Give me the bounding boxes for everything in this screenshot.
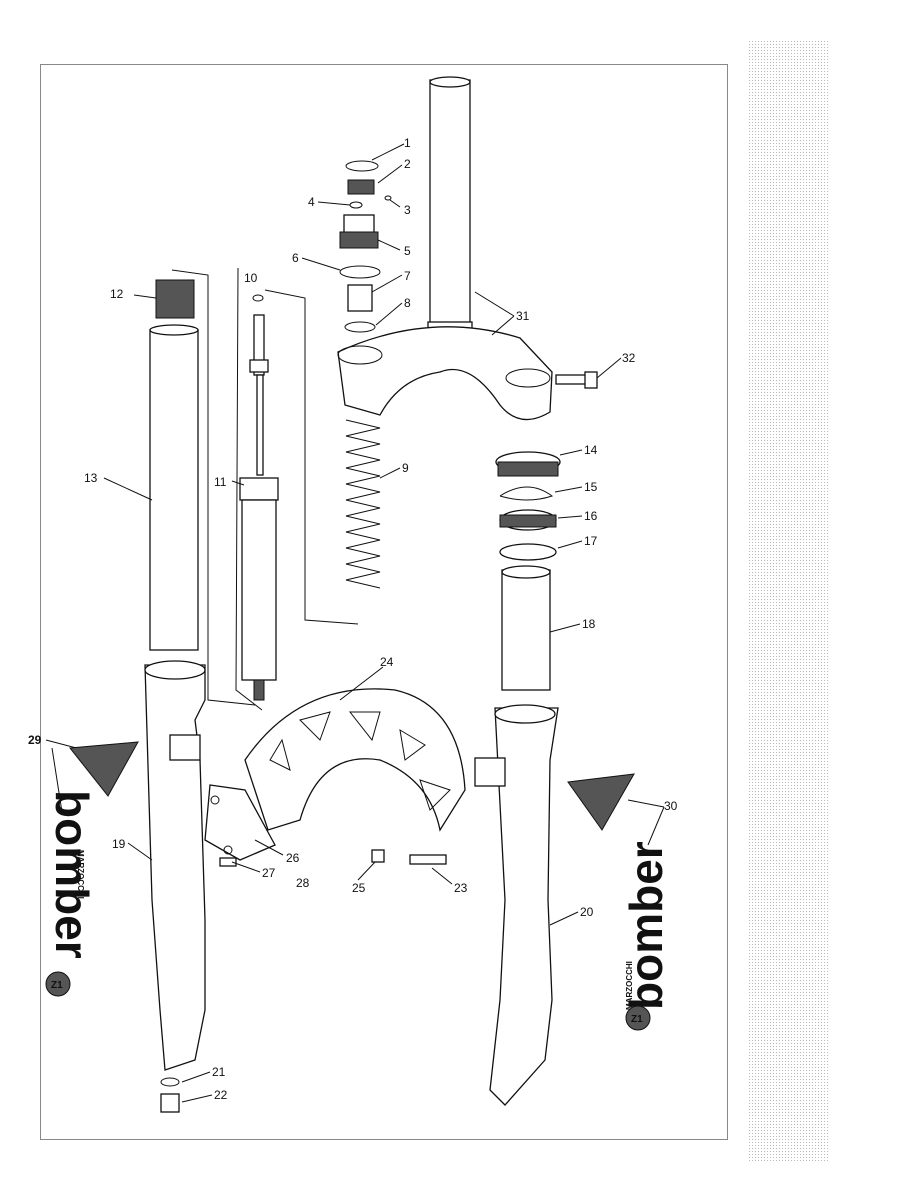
callout-30: 30 [664, 799, 678, 813]
leader-lines [45, 143, 665, 1103]
callout-18: 18 [582, 617, 596, 631]
part-callouts: 1234567891011121314151617181920212223242… [28, 136, 678, 1102]
callout-15: 15 [584, 480, 598, 494]
mounting-bolts [219, 849, 447, 867]
callout-28: 28 [296, 876, 310, 890]
callout-14: 14 [584, 443, 598, 457]
callout-22: 22 [214, 1088, 228, 1102]
callout-32: 32 [622, 351, 636, 365]
callout-8: 8 [404, 296, 411, 310]
left-slider [144, 660, 206, 1071]
left-decal-badge: Z1 [51, 980, 63, 991]
callout-4: 4 [308, 195, 315, 209]
right-decal-maker: MARZOCCHI [625, 961, 634, 1010]
left-decal-maker: MARZOCCHI [76, 850, 85, 899]
top-cap-stack [339, 160, 392, 333]
crown-race-sleeve [501, 565, 551, 691]
right-decal-set: bomber MARZOCCHI Z1 [567, 773, 672, 1031]
left-z1-badge-icon [45, 971, 71, 997]
right-decal-badge: Z1 [631, 1014, 643, 1025]
callout-6: 6 [292, 251, 299, 265]
drain-bolt [160, 1077, 180, 1113]
right-decal-brand: bomber [620, 841, 672, 1010]
callout-16: 16 [584, 509, 598, 523]
callout-5: 5 [404, 244, 411, 258]
callout-17: 17 [584, 534, 598, 548]
crown-bolt [555, 371, 598, 389]
callout-25: 25 [352, 881, 366, 895]
right-slider [474, 704, 559, 1106]
callout-27: 27 [262, 866, 276, 880]
assembly-guides [171, 267, 359, 711]
callout-1: 1 [404, 136, 411, 150]
right-badge-icon [567, 773, 635, 831]
damper-cartridge [239, 294, 279, 701]
callout-11: 11 [214, 475, 227, 489]
left-badge-icon [69, 741, 139, 797]
callout-21: 21 [212, 1065, 226, 1079]
coil-spring [345, 419, 381, 589]
callout-9: 9 [402, 461, 409, 475]
callout-12: 12 [110, 287, 124, 301]
left-stanchion [149, 279, 199, 651]
scan-edge-texture [748, 40, 828, 1162]
steerer-tube [427, 76, 473, 337]
callout-7: 7 [404, 269, 411, 283]
headset-stack [495, 451, 561, 561]
callout-24: 24 [380, 655, 394, 669]
callout-10: 10 [244, 271, 258, 285]
left-decal-set: bomber MARZOCCHI Z1 [45, 741, 139, 997]
right-z1-badge-icon [625, 1005, 651, 1031]
callout-31: 31 [516, 309, 530, 323]
callout-3: 3 [404, 203, 411, 217]
callout-13: 13 [84, 471, 98, 485]
callout-23: 23 [454, 881, 468, 895]
callout-19: 19 [112, 837, 126, 851]
left-decal-brand: bomber [46, 790, 98, 959]
brake-arch [244, 688, 466, 832]
callout-20: 20 [580, 905, 594, 919]
callout-26: 26 [286, 851, 300, 865]
callout-2: 2 [404, 157, 411, 171]
drawing-frame [40, 64, 728, 1140]
callout-29: 29 [28, 733, 42, 747]
fork-crown [337, 326, 553, 421]
